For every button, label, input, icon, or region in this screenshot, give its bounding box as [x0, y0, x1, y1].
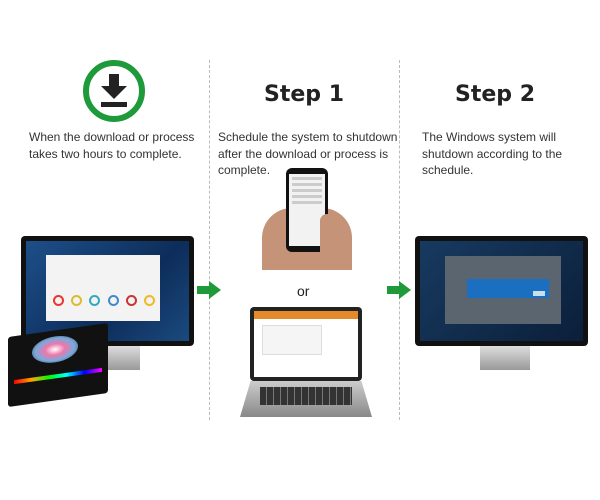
desc-line: shutdown according to the: [422, 146, 563, 161]
monitor-stand: [480, 346, 530, 370]
col2-description: Schedule the system to shutdown after th…: [218, 129, 400, 179]
desc-line: When the download or process: [29, 130, 195, 144]
col1-description: When the download or process takes two h…: [29, 129, 209, 162]
power-supply-image: [8, 322, 108, 408]
or-label: or: [297, 283, 310, 299]
download-icon: [83, 60, 145, 122]
step1-title: Step 1: [264, 82, 344, 107]
desc-line: after the download or process is: [218, 146, 389, 161]
laptop-image: [240, 307, 372, 419]
divider-right: [399, 60, 400, 420]
desc-line: takes two hours to complete.: [29, 146, 182, 161]
desc-line: Schedule the system to shutdown: [218, 130, 398, 144]
arrow-right-icon: [387, 281, 411, 299]
arrow-right-icon: [197, 281, 221, 299]
step2-title: Step 2: [455, 82, 535, 107]
desc-line: The Windows system will: [422, 130, 557, 144]
divider-left: [209, 60, 210, 420]
monitor-right: [415, 236, 588, 346]
shutdown-dialog: [467, 279, 549, 298]
col3-description: The Windows system will shutdown accordi…: [422, 129, 592, 179]
desc-line: schedule.: [422, 163, 474, 177]
desc-line: complete.: [218, 163, 271, 177]
phone-image: [262, 168, 372, 270]
